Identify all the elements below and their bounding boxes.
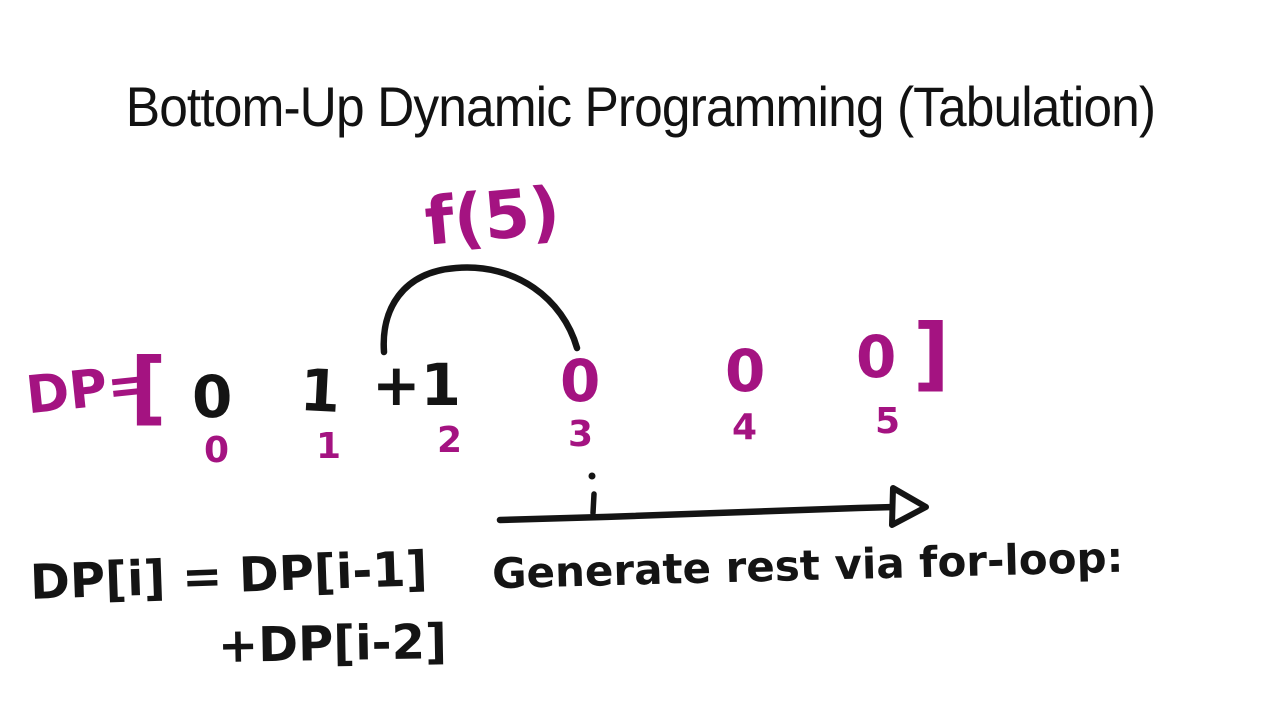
array-cell-value-3: 0 (560, 347, 601, 415)
recurrence-arc (380, 264, 581, 356)
array-index-label-1: 1 (316, 426, 342, 467)
array-cell-value-4: 0 (725, 337, 766, 405)
pointer-dot (588, 472, 596, 480)
array-cell-value-0: 0 (190, 362, 234, 432)
array-index-label-0: 0 (204, 430, 230, 471)
array-index-label-2: 2 (437, 420, 463, 461)
array-close-bracket: ] (913, 307, 950, 400)
for-loop-arrow-head (889, 485, 929, 528)
recurrence-formula-line-1: DP[i] = DP[i-1] (29, 541, 429, 611)
for-loop-arrow-shaft (496, 503, 897, 524)
array-open-bracket: [ (130, 341, 167, 434)
page-title: Bottom-Up Dynamic Programming (Tabulatio… (0, 74, 1280, 139)
array-cell-value-1: 1 (298, 355, 343, 427)
recurrence-formula-line-2: +DP[i-2] (217, 614, 448, 674)
array-cell-value-2: +1 (372, 351, 461, 419)
pointer-dash (590, 491, 597, 516)
page-title-text: Bottom-Up Dynamic Programming (Tabulatio… (125, 75, 1155, 138)
array-cell-value-5: 0 (856, 323, 897, 391)
array-index-label-4: 4 (732, 407, 758, 448)
call-annotation: f(5) (421, 172, 564, 261)
array-index-label-3: 3 (568, 414, 594, 455)
for-loop-caption: Generate rest via for-loop: (491, 532, 1124, 599)
array-index-label-5: 5 (875, 401, 901, 442)
